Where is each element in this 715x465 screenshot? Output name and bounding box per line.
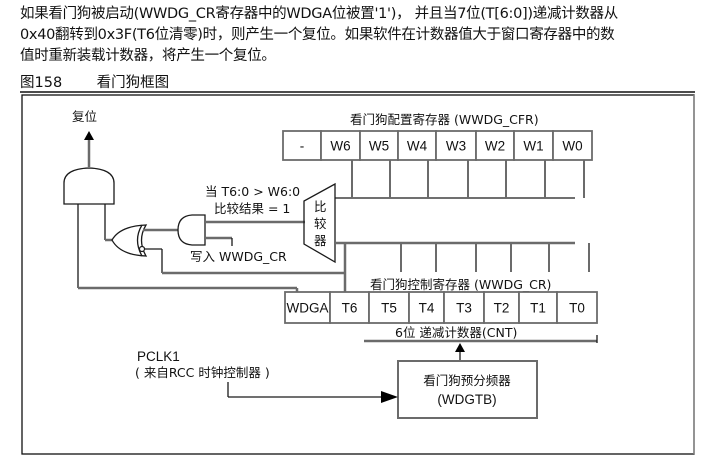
register-bit-label: W1 [523,139,543,154]
register-bit-label: W5 [369,139,389,154]
register-bit-label: T1 [530,301,546,316]
cr-register-title: 看门狗控制寄存器 (WWDG_CR) [370,277,551,292]
figure-caption: 图158 看门狗框图 [20,71,169,92]
register-bit-cell [368,291,410,324]
cfr-register: - W6 W5 W4 W3 W2 W1 W0 [282,130,593,161]
paragraph-line: 值时重新装载计数器，将产生一个复位。 [20,48,276,64]
compare-result-label: 比较结果 = 1 [214,201,290,216]
and-gate-reset [63,167,115,205]
reset-arrow-icon [84,131,94,140]
inverter-bubble-icon [138,245,146,253]
clock-source-label: PCLK1 [137,349,180,364]
and-gate-write [177,214,206,246]
register-bit-label: T3 [456,301,472,316]
register-bit-cell [359,130,399,161]
paragraph-line: 0x40翻转到0x3F(T6位清零)时，则产生一个复位。如果软件在计数器值大于窗… [20,27,615,43]
register-bit-cell [552,130,593,161]
counter-label: 6位 递减计数器(CNT) [395,325,517,340]
register-bit-label: T4 [419,301,435,316]
register-bit-cell [282,130,322,161]
register-bit-label: - [300,139,305,154]
register-bit-cell [329,291,370,324]
description-paragraph: 如果看门狗被启动(WWDG_CR寄存器中的WDGA位被置'1')， 并且当7位(… [20,4,700,67]
register-bit-label: W6 [330,139,350,154]
figure-title: 看门狗框图 [96,75,170,91]
comparator-char: 器 [314,233,327,248]
register-bit-label: T0 [569,301,585,316]
register-bit-cell [435,130,477,161]
reset-label: 复位 [72,109,97,124]
prescaler-label: 看门狗预分频器 [423,373,511,388]
register-bit-cell [556,291,598,324]
register-bit-label: T5 [381,301,397,316]
prescaler-register-label: (WDGTB) [437,392,496,407]
cr-bit-wires [400,243,590,272]
register-bit-cell [475,130,515,161]
register-bit-label: W0 [562,139,582,154]
register-bit-label: W3 [446,139,466,154]
comparator [303,182,336,264]
prescaler-box [397,360,538,419]
register-bit-cell [483,291,520,324]
register-bit-cell [397,130,437,161]
register-bit-label: T6 [342,301,358,316]
cfr-bit-wires [351,160,585,198]
cfr-register-title: 看门狗配置寄存器 (WWDG_CFR) [350,112,539,127]
compare-condition-label: 当 T6:0 > W6:0 [205,184,300,199]
comparator-char: 比 [314,199,327,214]
comparator-char: 较 [314,216,327,231]
register-bit-label: WDGA [287,301,329,316]
clock-source-description: ( 来自RCC 时钟控制器 ) [135,365,270,380]
register-bit-cell [518,291,558,324]
register-bit-cell [284,291,331,324]
write-wwdg-cr-label: 写入 WWDG_CR [190,249,287,264]
or-gate [111,224,148,257]
register-bit-label: T2 [494,301,510,316]
cr-register: WDGA T6 T5 T4 T3 T2 T1 T0 [284,291,598,324]
register-bit-cell [408,291,445,324]
clock-arrow-icon [381,391,398,403]
counter-arrow-icon [455,343,465,352]
figure-number: 图158 [20,75,63,91]
paragraph-line: 如果看门狗被启动(WWDG_CR寄存器中的WDGA位被置'1')， 并且当7位(… [20,6,618,22]
register-bit-label: W2 [485,139,505,154]
register-bit-label: W4 [407,139,428,154]
